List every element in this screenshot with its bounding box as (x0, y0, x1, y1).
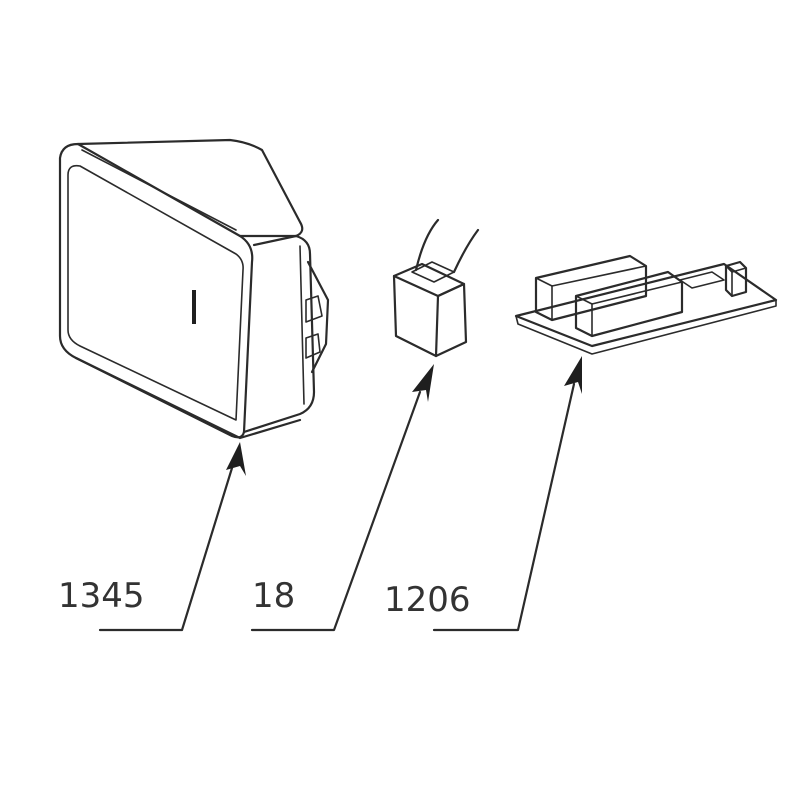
capacitor-component (392, 218, 480, 358)
part-number-1345: 1345 (58, 576, 145, 616)
housing-box (58, 138, 330, 440)
leader-line-1206 (432, 356, 582, 632)
leader-line-1345 (98, 442, 246, 632)
leader-line-18 (250, 364, 434, 632)
part-number-18: 18 (252, 576, 296, 616)
part-number-1206: 1206 (384, 580, 471, 620)
circuit-board (514, 254, 778, 355)
